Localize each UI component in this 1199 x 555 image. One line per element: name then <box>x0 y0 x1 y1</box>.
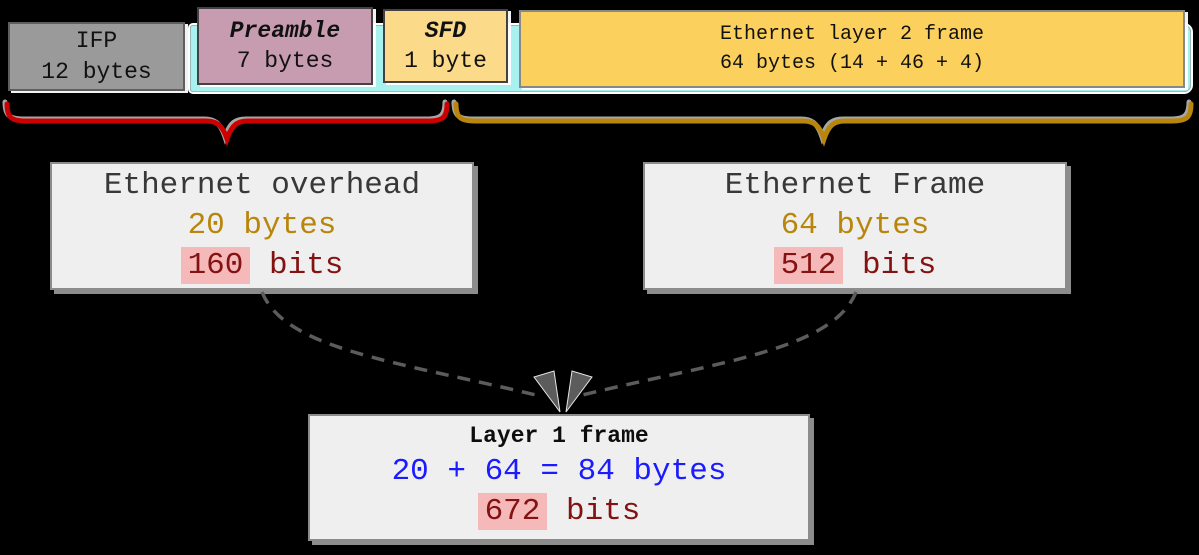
overhead-summary-box: Ethernet overhead 20 bytes 160 bits <box>50 162 474 290</box>
overhead-to-layer1-connector <box>260 291 541 398</box>
overhead-bits: 160 bits <box>180 246 344 286</box>
layer1-title: Layer 1 frame <box>469 423 649 450</box>
segment-preamble-subtitle: 7 bytes <box>236 48 334 74</box>
segment-preamble: Preamble 7 bytes <box>197 7 373 85</box>
frame-summary-box: Ethernet Frame 64 bytes 512 bits <box>643 162 1067 290</box>
segment-layer2-frame: Ethernet layer 2 frame 64 bytes (14 + 46… <box>519 10 1185 88</box>
left-arrowhead-icon <box>533 370 561 413</box>
frame-bytes: 64 bytes <box>780 207 930 243</box>
frame-to-layer1-connector <box>577 291 858 398</box>
frame-bits: 512 bits <box>773 246 937 286</box>
layer1-equation: 20 + 64 = 84 bytes <box>391 454 727 490</box>
overhead-bits-unit: bits <box>268 248 344 284</box>
overhead-brace-shadow <box>2 99 448 145</box>
right-arrowhead-icon <box>565 370 593 413</box>
segment-sfd-title: SFD <box>424 17 467 44</box>
segment-sfd-subtitle: 1 byte <box>404 48 487 74</box>
overhead-bits-value: 160 <box>180 247 251 285</box>
overhead-title: Ethernet overhead <box>103 167 421 203</box>
frame-brace-shadow <box>451 99 1192 145</box>
layer1-bits: 672 bits <box>477 492 641 532</box>
layer1-bits-value: 672 <box>477 493 548 531</box>
segment-ifp-title: IFP <box>75 28 118 55</box>
segment-sfd: SFD 1 byte <box>383 9 508 83</box>
overhead-brace <box>4 101 450 147</box>
frame-title: Ethernet Frame <box>724 167 986 203</box>
segment-ifp: IFP 12 bytes <box>8 22 185 91</box>
segment-preamble-title: Preamble <box>229 17 341 44</box>
frame-brace <box>453 101 1194 147</box>
segment-layer2-title: Ethernet layer 2 frame <box>719 23 985 46</box>
frame-bits-value: 512 <box>773 247 844 285</box>
layer1-result-box: Layer 1 frame 20 + 64 = 84 bytes 672 bits <box>308 414 810 541</box>
segment-layer2-subtitle: 64 bytes (14 + 46 + 4) <box>719 52 985 75</box>
overhead-bytes: 20 bytes <box>187 207 337 243</box>
segment-ifp-subtitle: 12 bytes <box>41 58 152 85</box>
frame-bits-unit: bits <box>861 248 937 284</box>
layer1-bits-unit: bits <box>565 494 641 530</box>
